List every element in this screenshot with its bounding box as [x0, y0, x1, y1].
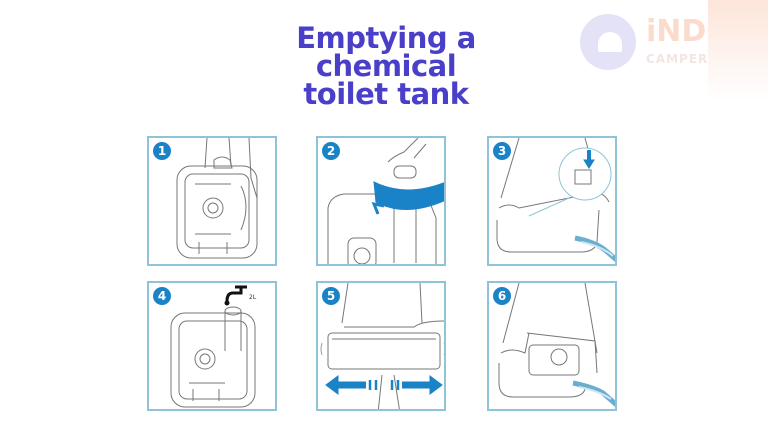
rotate-spout-icon — [327, 138, 444, 264]
step-panel-1: 1 — [147, 136, 277, 266]
step-badge: 4 — [153, 287, 171, 305]
step-badge: 1 — [153, 142, 171, 160]
press-vent-button-icon — [496, 138, 615, 262]
step-panel-4: 4 2L — [147, 281, 277, 411]
brand-logo: iND CAMPER — [578, 12, 718, 74]
title-line-2: toilet tank — [303, 77, 469, 111]
step-panel-5: 5 — [316, 281, 446, 411]
step-badge: 2 — [322, 142, 340, 160]
carry-tank-icon — [176, 138, 258, 259]
shake-tank-icon — [320, 283, 444, 409]
svg-text:2L: 2L — [249, 294, 257, 301]
page-title: Emptying a chemical toilet tank — [228, 21, 544, 111]
step-panel-2: 2 — [316, 136, 446, 266]
add-water-icon: 2L — [170, 285, 257, 408]
step-badge: 3 — [493, 142, 511, 160]
title-line-1: Emptying a chemical — [296, 21, 476, 83]
drain-tank-icon — [498, 283, 615, 407]
corner-decoration — [708, 0, 768, 100]
logo-sub-text: CAMPER — [646, 52, 709, 66]
step-panel-6: 6 — [487, 281, 617, 411]
step-badge: 5 — [322, 287, 340, 305]
logo-circle-icon — [580, 14, 636, 70]
step-badge: 6 — [493, 287, 511, 305]
step-panel-3: 3 — [487, 136, 617, 266]
logo-brand-text: iND — [646, 14, 707, 49]
